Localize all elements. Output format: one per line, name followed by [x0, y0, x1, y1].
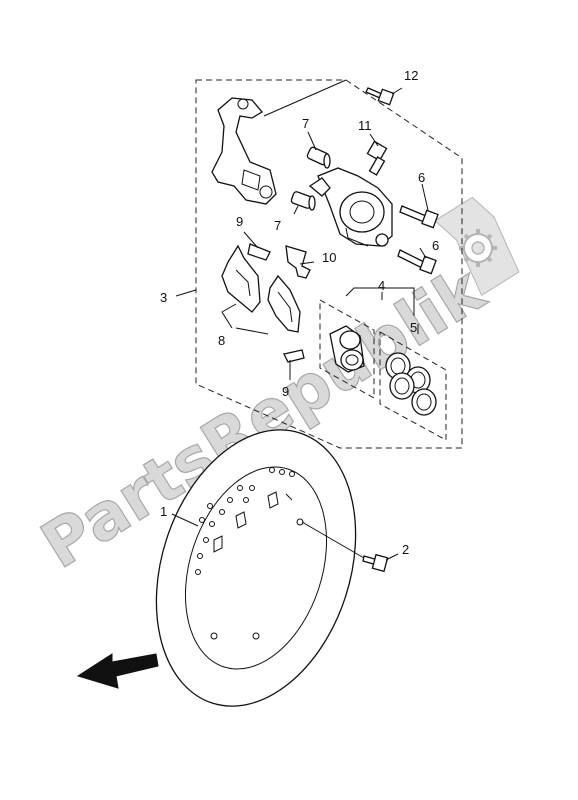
callout-10: 10: [322, 250, 336, 265]
caliper-piston: [329, 325, 365, 373]
callout-8: 8: [218, 333, 225, 348]
caliper-bolt-upper: [399, 205, 439, 229]
callout-9-lower: 9: [282, 384, 289, 399]
callout-5: 5: [410, 320, 417, 335]
piston-kit-boundary: [319, 299, 375, 399]
pad-spring-lower: [283, 349, 305, 363]
bracket-bolt: [365, 87, 395, 106]
callout-6-lower: 6: [432, 238, 439, 253]
pin-lower: [290, 191, 316, 211]
brake-disc: [155, 429, 357, 707]
seal-kit-boundary: [379, 331, 447, 441]
caliper-body: [308, 167, 393, 247]
callout-7-lower: 7: [274, 218, 281, 233]
caliper-bolt-lower: [397, 249, 437, 275]
callout-12: 12: [404, 68, 418, 83]
pad-clip: [285, 245, 311, 279]
gear-icon: [434, 196, 520, 297]
disc-bolt: [362, 553, 389, 573]
callout-2: 2: [402, 542, 409, 557]
callout-1: 1: [160, 504, 167, 519]
callout-6-upper: 6: [418, 170, 425, 185]
pad-spring-upper: [247, 243, 271, 261]
callout-labels: 1 2 3 4 5 6 6 7 7 8 9 9 10 11 12: [160, 68, 439, 557]
callout-9-upper: 9: [236, 214, 243, 229]
leader-lines: [171, 79, 429, 561]
callout-11: 11: [358, 118, 372, 133]
arrow-left-icon: [76, 653, 159, 689]
bleeder-screw: [366, 140, 388, 176]
piston-seals: [385, 352, 437, 416]
brake-pad-inner: [267, 274, 301, 333]
caliper-bracket: [211, 97, 277, 205]
callout-7-upper: 7: [302, 116, 309, 131]
brake-pad-outer: [221, 244, 261, 313]
callout-4: 4: [378, 278, 385, 293]
callout-3: 3: [160, 290, 167, 305]
pin-upper: [306, 146, 331, 169]
